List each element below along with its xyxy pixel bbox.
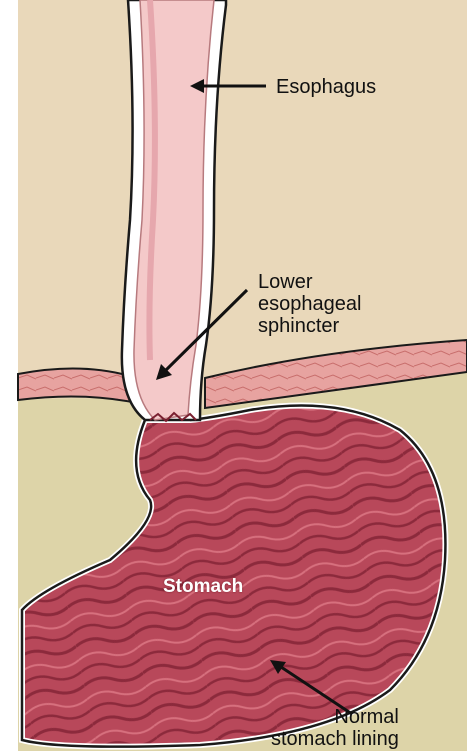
les-label-line-1: Lower — [258, 271, 361, 293]
stomach-label: Stomach — [163, 576, 243, 598]
stomach-label-text: Stomach — [163, 576, 243, 598]
esophagus-label-text: Esophagus — [276, 76, 376, 98]
les-label-line-2: esophageal — [258, 293, 361, 315]
lining-label-line-1: Normal — [271, 706, 399, 728]
left-border — [0, 0, 18, 751]
lower-esophageal-sphincter-label: Lower esophageal sphincter — [258, 271, 361, 337]
les-label-line-3: sphincter — [258, 315, 361, 337]
lining-label-line-2: stomach lining — [271, 728, 399, 750]
stomach-lining-label: Normal stomach lining — [271, 706, 399, 750]
diaphragm-left — [18, 368, 132, 402]
esophagus-label: Esophagus — [276, 76, 376, 98]
